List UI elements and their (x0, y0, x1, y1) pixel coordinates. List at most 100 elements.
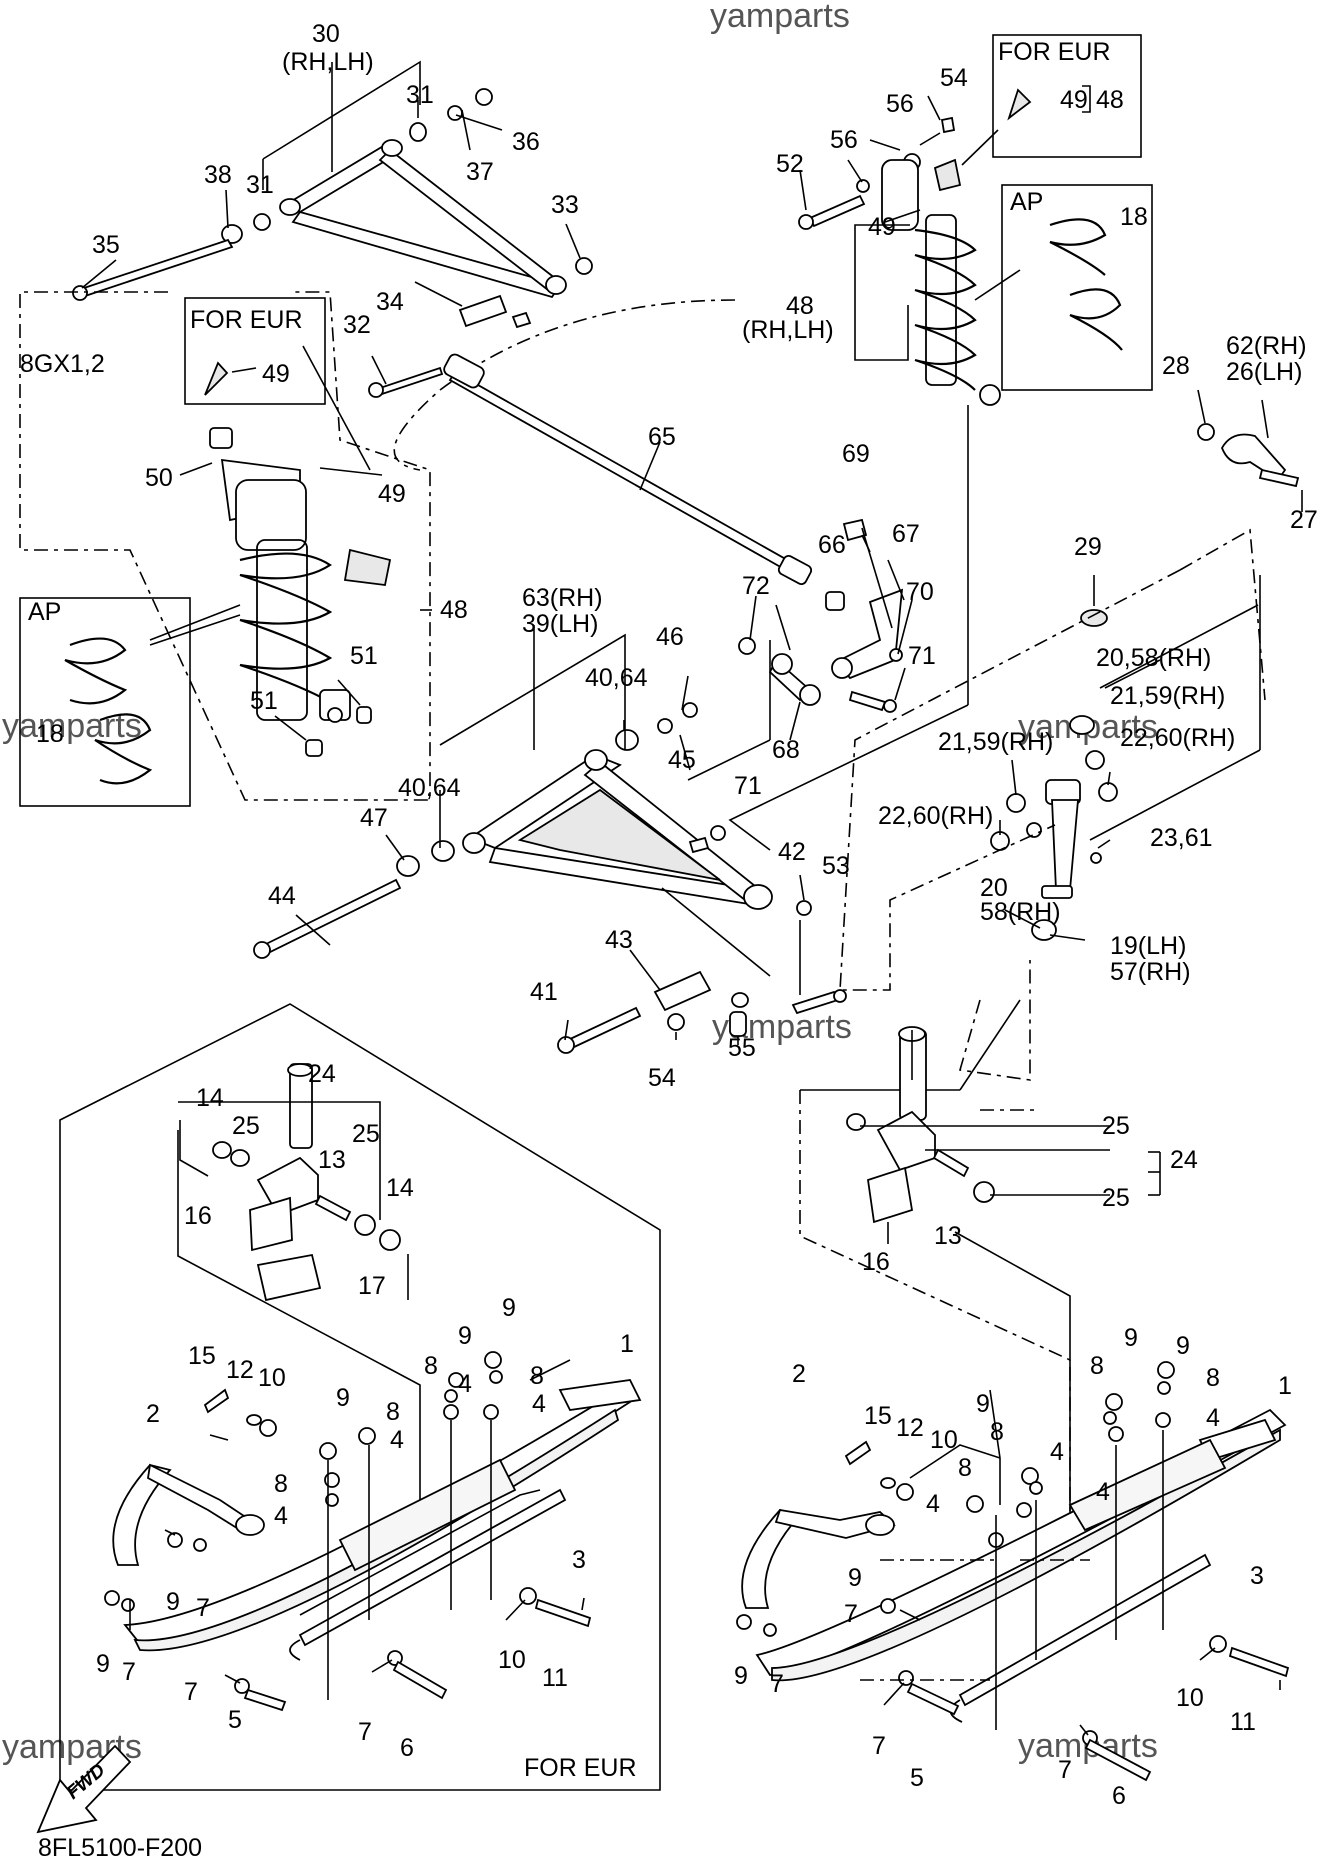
callout-54-top: 54 (940, 64, 968, 92)
r-label-7a: 7 (844, 1600, 858, 1628)
label-14b: 14 (386, 1174, 414, 1202)
callout-50: 50 (145, 464, 173, 492)
label-17: 17 (358, 1272, 386, 1300)
watermark-top: yamparts (710, 0, 850, 35)
ap-box-right (1001, 184, 1153, 391)
label-8c: 8 (386, 1398, 400, 1426)
label-8b: 8 (530, 1362, 544, 1390)
callout-28: 28 (1162, 352, 1190, 380)
watermark-left: yamparts (2, 707, 142, 745)
callout-43: 43 (605, 926, 633, 954)
callout-72: 72 (742, 572, 770, 600)
label-3: 3 (572, 1546, 586, 1574)
for-eur-box-left (184, 297, 326, 405)
r-label-1: 1 (1278, 1372, 1292, 1400)
label-9e: 9 (166, 1588, 180, 1616)
label-9b: 9 (458, 1322, 472, 1350)
r-label-7d: 7 (1058, 1756, 1072, 1784)
r-label-8c: 8 (990, 1418, 1004, 1446)
callout-47: 47 (360, 804, 388, 832)
r-label-7c: 7 (872, 1732, 886, 1760)
callout-56b: 56 (830, 126, 858, 154)
callout-19: 19(LH) (1110, 932, 1186, 960)
r-label-15: 15 (864, 1402, 892, 1430)
callout-21-59a: 21,59(RH) (1110, 682, 1225, 710)
r-label-3: 3 (1250, 1562, 1264, 1590)
callout-48-left: 48 (440, 596, 468, 624)
label-10b: 10 (498, 1646, 526, 1674)
callout-42: 42 (778, 838, 806, 866)
callout-22-60a: 22,60(RH) (1120, 724, 1235, 752)
ap-label-left: AP (28, 598, 61, 626)
label-4d: 4 (274, 1502, 288, 1530)
label-7b: 7 (122, 1658, 136, 1686)
spindle-assembly (839, 528, 1266, 1081)
r-label-11: 11 (1230, 1708, 1256, 1736)
callout-18-right: 18 (1120, 203, 1148, 231)
callout-31b: 31 (246, 171, 274, 199)
callout-68: 68 (772, 736, 800, 764)
callout-71b: 71 (734, 772, 762, 800)
callout-41: 41 (530, 978, 558, 1006)
for-eur-label-top-right: FOR EUR (998, 38, 1111, 66)
r-label-9d: 9 (848, 1564, 862, 1592)
label-9a: 9 (502, 1294, 516, 1322)
label-9c: 9 (336, 1384, 350, 1412)
r-label-9c: 9 (976, 1390, 990, 1418)
label-2: 2 (146, 1400, 160, 1428)
lower-arm-assembly (253, 625, 847, 1054)
r-label-4b: 4 (1050, 1438, 1064, 1466)
callout-20b: 20 (980, 874, 1008, 902)
r-label-13: 13 (934, 1222, 962, 1250)
callout-57: 57(RH) (1110, 958, 1191, 986)
for-eur-label-bottom: FOR EUR (524, 1754, 637, 1782)
r-label-4c: 4 (1096, 1478, 1110, 1506)
label-10a: 10 (258, 1364, 286, 1392)
callout-65: 65 (648, 423, 676, 451)
ski-right (736, 999, 1290, 1782)
callout-37: 37 (466, 158, 494, 186)
r-label-9e: 9 (734, 1662, 748, 1690)
diagram-code: 8FL5100-F200 (38, 1834, 202, 1862)
r-label-2: 2 (792, 1360, 806, 1388)
tie-rod-65 (443, 353, 813, 586)
callout-49-eur-left: 49 (262, 360, 290, 388)
label-25a: 25 (232, 1112, 260, 1140)
callout-26: 26(LH) (1226, 358, 1302, 386)
r-label-7b: 7 (770, 1670, 784, 1698)
r-label-25b: 25 (1102, 1184, 1130, 1212)
ap-box-left (19, 597, 191, 807)
label-7c: 7 (184, 1678, 198, 1706)
callout-56a: 56 (886, 90, 914, 118)
callout-54-bot: 54 (648, 1064, 676, 1092)
for-eur-ski-box (59, 1003, 661, 1791)
r-label-16: 16 (862, 1248, 890, 1276)
callout-45: 45 (668, 746, 696, 774)
callout-55: 55 (728, 1034, 756, 1062)
for-eur-box-top-right (992, 34, 1142, 158)
label-6: 6 (400, 1734, 414, 1762)
label-9f: 9 (96, 1650, 110, 1678)
callout-48-rh-sub: (RH,LH) (742, 316, 834, 344)
r-label-9a: 9 (1176, 1332, 1190, 1360)
r-label-8b: 8 (1206, 1364, 1220, 1392)
callout-46: 46 (656, 623, 684, 651)
r-label-24: 24 (1170, 1146, 1198, 1174)
callout-32: 32 (343, 311, 371, 339)
right-shock-region (728, 34, 1153, 851)
label-15: 15 (188, 1342, 216, 1370)
callout-29: 29 (1074, 533, 1102, 561)
callout-31a: 31 (406, 81, 434, 109)
callout-51b: 51 (250, 687, 278, 715)
callout-38: 38 (204, 161, 232, 189)
callout-40-64b: 40,64 (398, 774, 461, 802)
callout-48-rh: 48 (786, 292, 814, 320)
callout-67: 67 (892, 520, 920, 548)
r-label-6: 6 (1112, 1782, 1126, 1810)
callout-49-eur-top: 49 (1060, 86, 1088, 114)
label-16: 16 (184, 1202, 212, 1230)
label-1: 1 (620, 1330, 634, 1358)
callout-39: 39(LH) (522, 610, 598, 638)
r-label-5: 5 (910, 1764, 924, 1792)
